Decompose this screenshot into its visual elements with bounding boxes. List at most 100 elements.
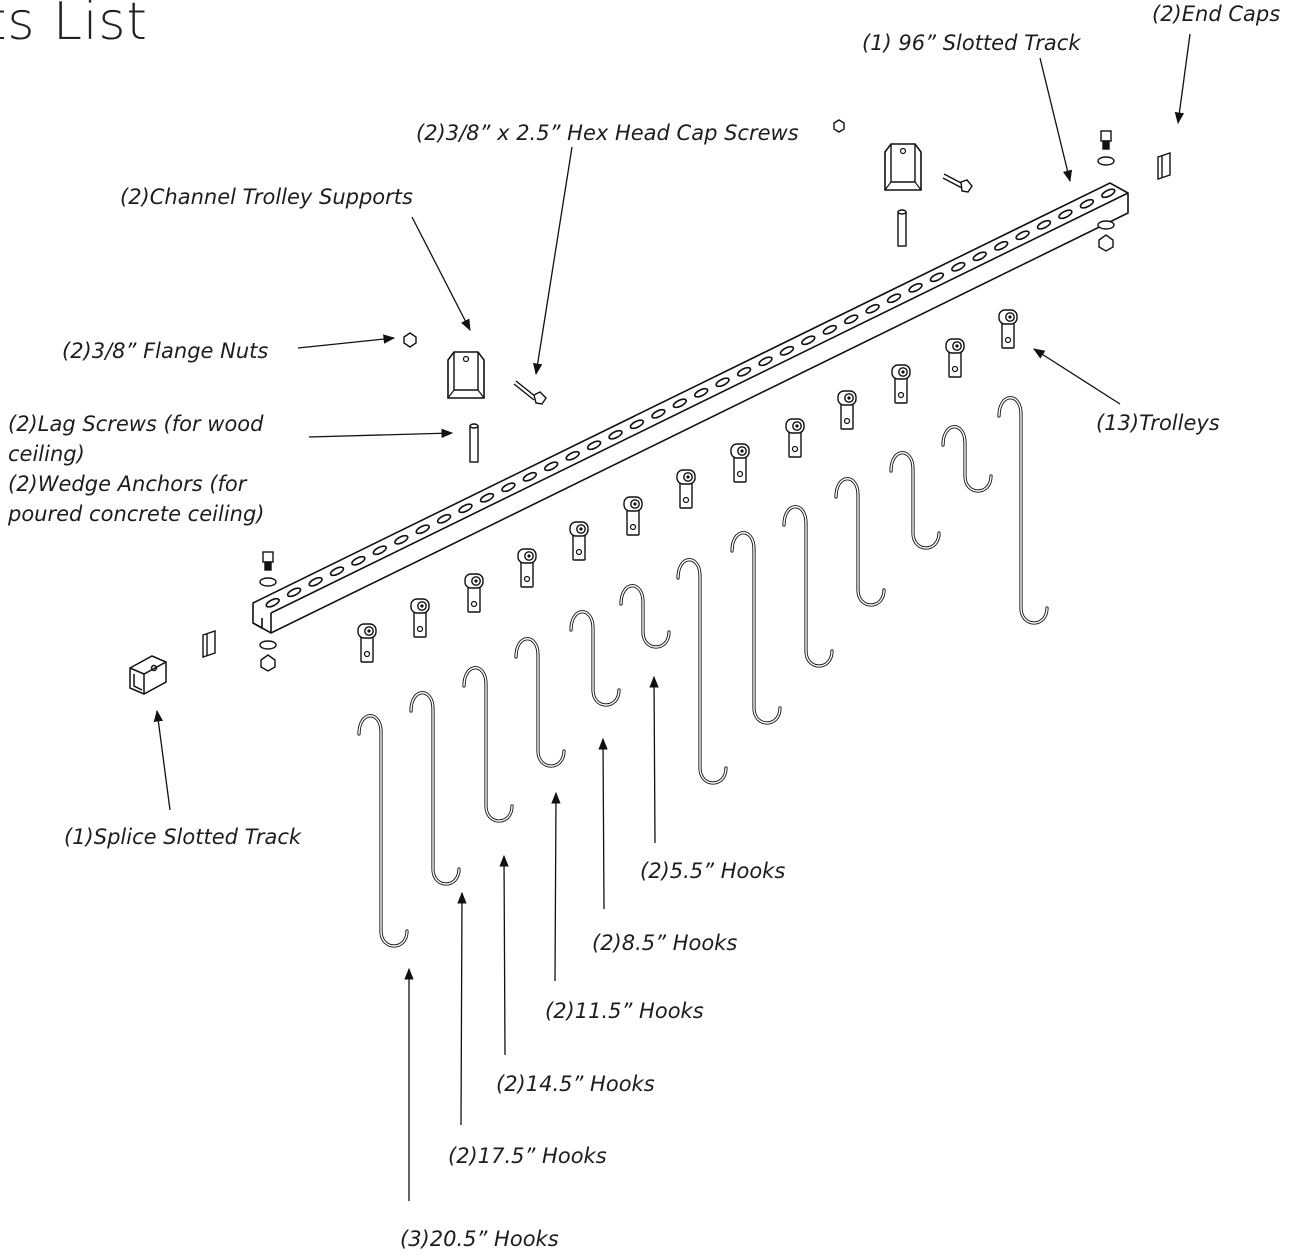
leader-lines <box>153 33 1191 1201</box>
label-hook-17-5: (2)17.5” Hooks <box>448 1144 607 1168</box>
track-slot <box>1079 198 1095 209</box>
arrow-lag-screws <box>308 428 454 438</box>
trolley <box>517 548 537 588</box>
track-slot <box>329 566 345 577</box>
track-slot <box>715 377 730 388</box>
track-slot <box>693 387 709 398</box>
label-hook-5-5: (2)5.5” Hooks <box>640 859 786 883</box>
hook-highlight <box>620 585 670 648</box>
hook <box>834 477 886 607</box>
hook <box>730 531 782 725</box>
label-hook-8-5: (2)8.5” Hooks <box>592 931 738 955</box>
hook <box>619 584 671 649</box>
arrow-hook-14-5 <box>499 854 509 1056</box>
track-slot <box>351 555 366 566</box>
arrow-hook-8-5 <box>598 737 608 910</box>
track-slot <box>586 440 602 451</box>
label-splice: (1)Splice Slotted Track <box>64 825 302 849</box>
channel-trolley-support-back <box>884 143 922 191</box>
arrow-splice <box>153 709 171 811</box>
label-hex-screws: (2)3/8” x 2.5” Hex Head Cap Screws <box>416 121 799 145</box>
track-slot <box>436 513 452 524</box>
arrow-channel-supports <box>411 216 471 332</box>
end-cap-right <box>1157 152 1171 180</box>
trolley <box>998 309 1018 349</box>
track-slot <box>308 576 323 587</box>
hook <box>941 425 993 493</box>
track-slot <box>608 429 623 440</box>
trolley <box>945 338 965 378</box>
track-slot <box>886 293 902 304</box>
track-slots <box>265 188 1116 608</box>
track-slot <box>479 492 495 503</box>
track-slot <box>265 597 280 608</box>
arrow-flange-nuts <box>297 334 396 349</box>
hooks-group <box>357 396 1049 948</box>
arrow-hook-11-5 <box>551 791 561 982</box>
trolley <box>410 598 430 638</box>
arrow-end-caps <box>1174 33 1191 125</box>
end-cap-left <box>202 630 216 658</box>
track-slot <box>501 482 516 493</box>
track-slot <box>758 356 773 367</box>
label-flange-nuts: (2)3/8” Flange Nuts <box>62 339 269 363</box>
track-slot <box>908 282 923 293</box>
label-hook-11-5: (2)11.5” Hooks <box>545 999 704 1023</box>
arrow-hex-screws <box>533 146 573 376</box>
hook <box>889 451 941 550</box>
page-title: ts List <box>0 0 148 52</box>
hook-highlight <box>731 532 781 724</box>
track-slot <box>651 408 666 419</box>
hook-highlight <box>358 715 408 947</box>
track-slot <box>458 503 473 514</box>
track-slot <box>736 366 752 377</box>
hook <box>997 396 1049 625</box>
trolley <box>785 418 805 458</box>
track-slot <box>1036 219 1052 230</box>
track-slot <box>843 314 859 325</box>
trolley <box>730 443 750 483</box>
hook-highlight <box>677 559 727 784</box>
splice-part <box>129 655 167 695</box>
hook-highlight <box>463 667 513 822</box>
hook-highlight <box>570 611 620 706</box>
screws <box>469 173 973 463</box>
slotted-track <box>252 182 1129 634</box>
trolley <box>357 623 377 663</box>
arrow-hook-5-5 <box>649 675 659 844</box>
track-slot <box>1058 209 1073 220</box>
arrow-trolleys <box>1033 348 1121 405</box>
hook-highlight <box>890 452 940 549</box>
track-slot <box>565 450 580 461</box>
hook-highlight <box>998 397 1048 624</box>
label-channel-supports: (2)Channel Trolley Supports <box>120 185 413 209</box>
arrow-track <box>1039 57 1073 183</box>
track-slot <box>629 419 645 430</box>
label-end-caps: (2)End Caps <box>1152 2 1281 26</box>
label-hook-14-5: (2)14.5” Hooks <box>496 1072 655 1096</box>
track-slot <box>415 524 430 535</box>
hook <box>782 505 834 668</box>
label-hook-20-5: (3)20.5” Hooks <box>400 1227 559 1251</box>
track-hardware <box>259 119 1115 672</box>
track-slot <box>801 335 816 346</box>
hook-highlight <box>783 506 833 667</box>
trolley <box>569 521 589 561</box>
label-wedge-anchors: (2)Wedge Anchors (for poured concrete ce… <box>8 472 265 526</box>
track-slot <box>993 240 1009 251</box>
track-slot <box>672 398 688 409</box>
hook <box>676 558 728 785</box>
channel-trolley-support-front <box>447 351 485 399</box>
track-slot <box>865 303 880 314</box>
track-slot <box>1015 230 1030 241</box>
track-slot <box>522 471 538 482</box>
track-slot <box>951 261 966 272</box>
label-slotted-track: (1) 96” Slotted Track <box>862 31 1081 55</box>
track-slot <box>972 251 987 262</box>
trolley <box>676 469 696 509</box>
hook-highlight <box>835 478 885 606</box>
track-slot <box>372 545 388 556</box>
hook <box>569 610 621 707</box>
hook <box>514 637 566 768</box>
